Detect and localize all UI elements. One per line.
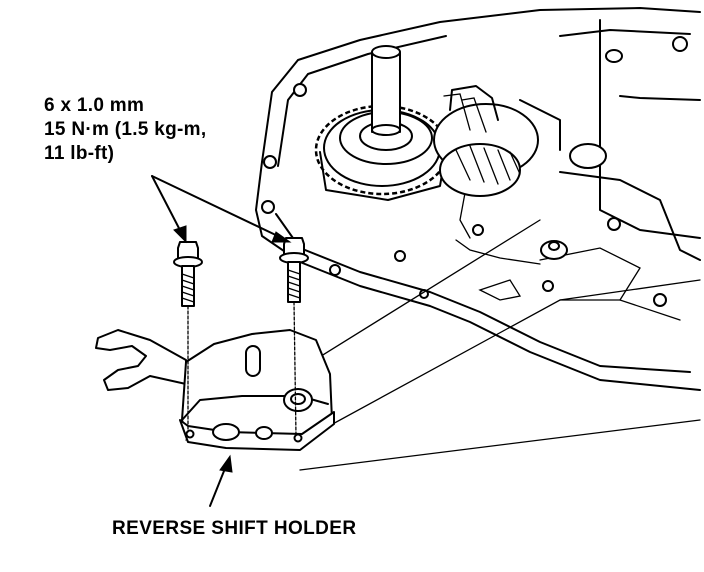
ring-gear xyxy=(314,104,450,201)
bolt-icon xyxy=(279,237,309,437)
differential-gears xyxy=(433,85,561,197)
arrow-icon xyxy=(151,175,292,243)
arrow-icon xyxy=(151,175,187,244)
bolt-size-line: 6 x 1.0 mm xyxy=(44,95,145,116)
torque-line: 15 N·m (1.5 kg-m, xyxy=(44,119,207,140)
transmission-housing xyxy=(255,7,701,391)
bolt-torque-spec: 6 x 1.0 mm 15 N·m (1.5 kg-m, 11 lb-ft) xyxy=(44,94,206,166)
torque-imperial-line: 11 lb-ft) xyxy=(44,143,115,164)
part-label: REVERSE SHIFT HOLDER xyxy=(112,518,357,539)
reverse-shift-holder xyxy=(95,329,335,451)
arrow-icon xyxy=(209,454,233,507)
mainshaft xyxy=(371,45,401,136)
bolt-icon xyxy=(173,241,203,433)
